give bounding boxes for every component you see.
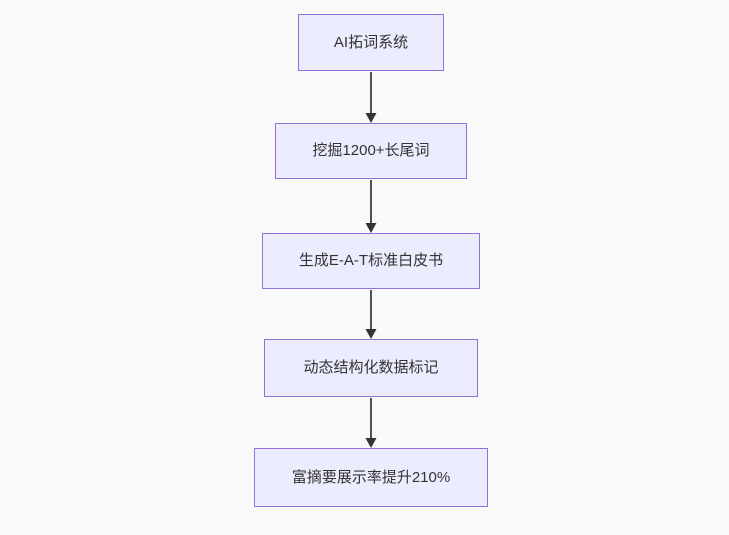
flow-node-eat-whitepaper: 生成E-A-T标准白皮书 bbox=[262, 233, 480, 289]
flow-node-label: 富摘要展示率提升210% bbox=[291, 468, 451, 486]
flow-node-structured-data-markup: 动态结构化数据标记 bbox=[264, 339, 478, 397]
flow-arrow-a-to-b bbox=[365, 72, 377, 123]
flow-arrow-c-to-d bbox=[365, 290, 377, 339]
flow-node-longtail-mining: 挖掘1200+长尾词 bbox=[275, 123, 467, 179]
flow-node-ai-keyword-system: AI拓词系统 bbox=[298, 14, 444, 71]
flow-node-label: 动态结构化数据标记 bbox=[303, 359, 439, 376]
flow-arrow-d-to-e bbox=[365, 398, 377, 448]
flow-node-label: AI拓词系统 bbox=[333, 33, 409, 51]
flow-arrow-b-to-c bbox=[365, 180, 377, 233]
flow-node-label: 生成E-A-T标准白皮书 bbox=[298, 252, 444, 269]
flow-node-rich-snippet-result: 富摘要展示率提升210% bbox=[254, 448, 488, 507]
flow-node-label: 挖掘1200+长尾词 bbox=[312, 142, 430, 159]
